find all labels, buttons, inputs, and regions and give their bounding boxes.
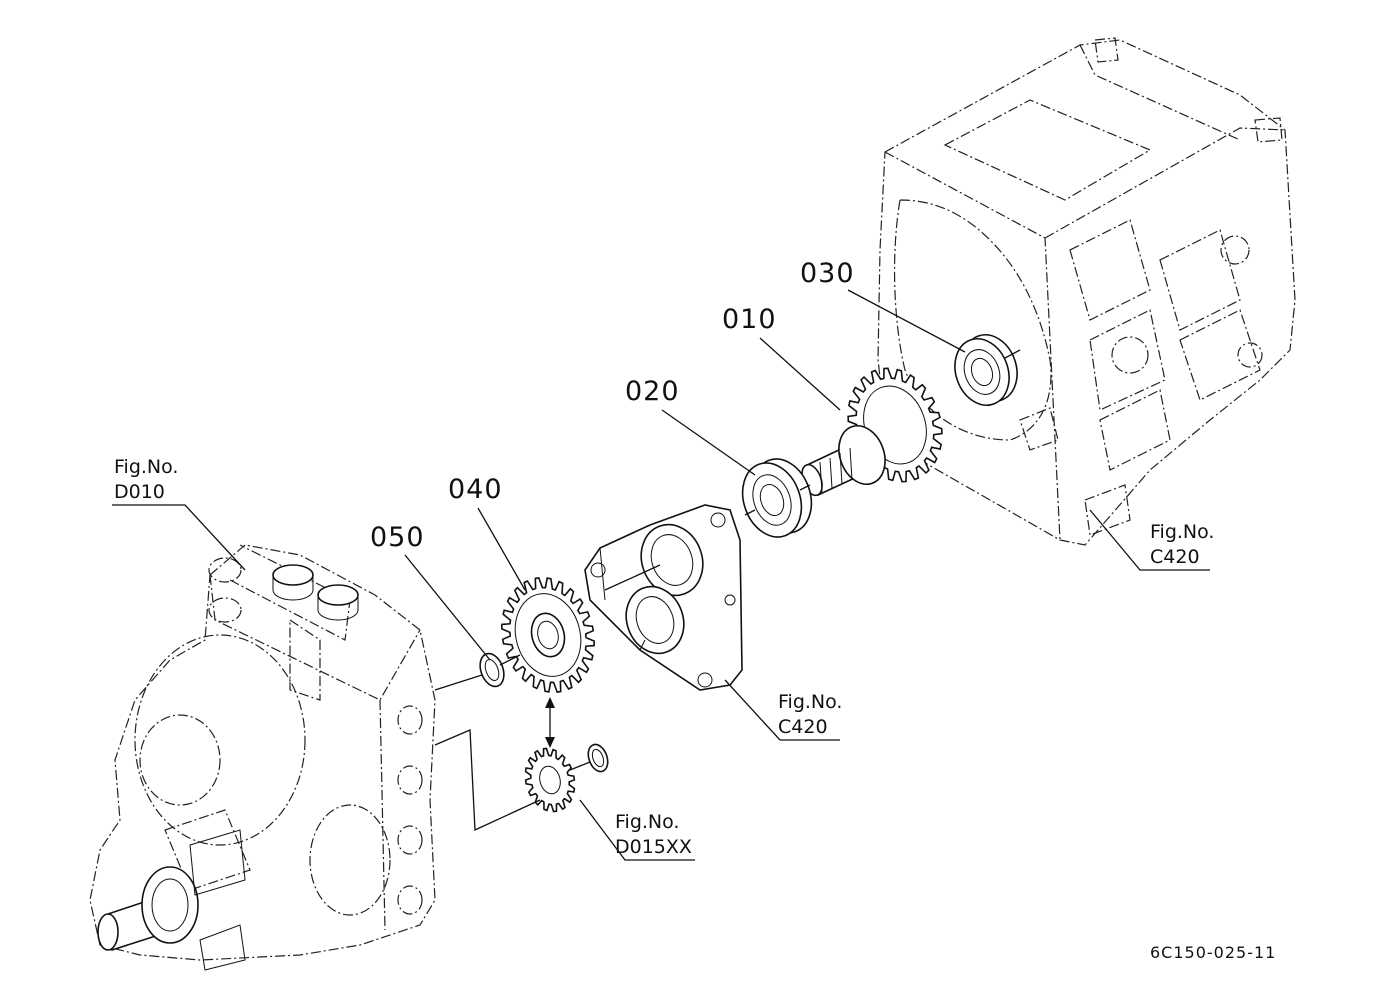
small-gear-d015xx — [524, 743, 609, 813]
part-label-010: 010 — [722, 304, 777, 335]
output-shaft — [97, 829, 246, 971]
figref-c420-cover: Fig.No. C420 — [778, 691, 843, 738]
assembly-axis — [434, 349, 1021, 831]
ball-bearing-030 — [954, 334, 1018, 406]
left-housing-outline — [89, 544, 436, 961]
figref-d010: Fig.No. D010 — [114, 456, 179, 503]
mesh-arrow — [545, 697, 555, 748]
gear-040 — [500, 577, 596, 693]
part-label-040: 040 — [448, 474, 503, 505]
figref-d015xx: Fig.No. D015XX — [615, 811, 692, 858]
drawing-code: 6C150-025-11 — [1150, 943, 1277, 962]
figref-c420-case: Fig.No. C420 — [1150, 521, 1215, 568]
leader-lines — [112, 289, 1210, 861]
transmission-case-outline — [877, 37, 1296, 546]
shaft-gear-010 — [801, 367, 943, 497]
housing-bosses — [272, 564, 359, 621]
part-label-020: 020 — [625, 376, 680, 407]
part-label-050: 050 — [370, 522, 425, 553]
part-label-030: 030 — [800, 258, 855, 289]
snap-ring-050 — [479, 652, 505, 688]
ball-bearing-020 — [741, 458, 813, 538]
bearing-holder-plate — [584, 504, 743, 691]
